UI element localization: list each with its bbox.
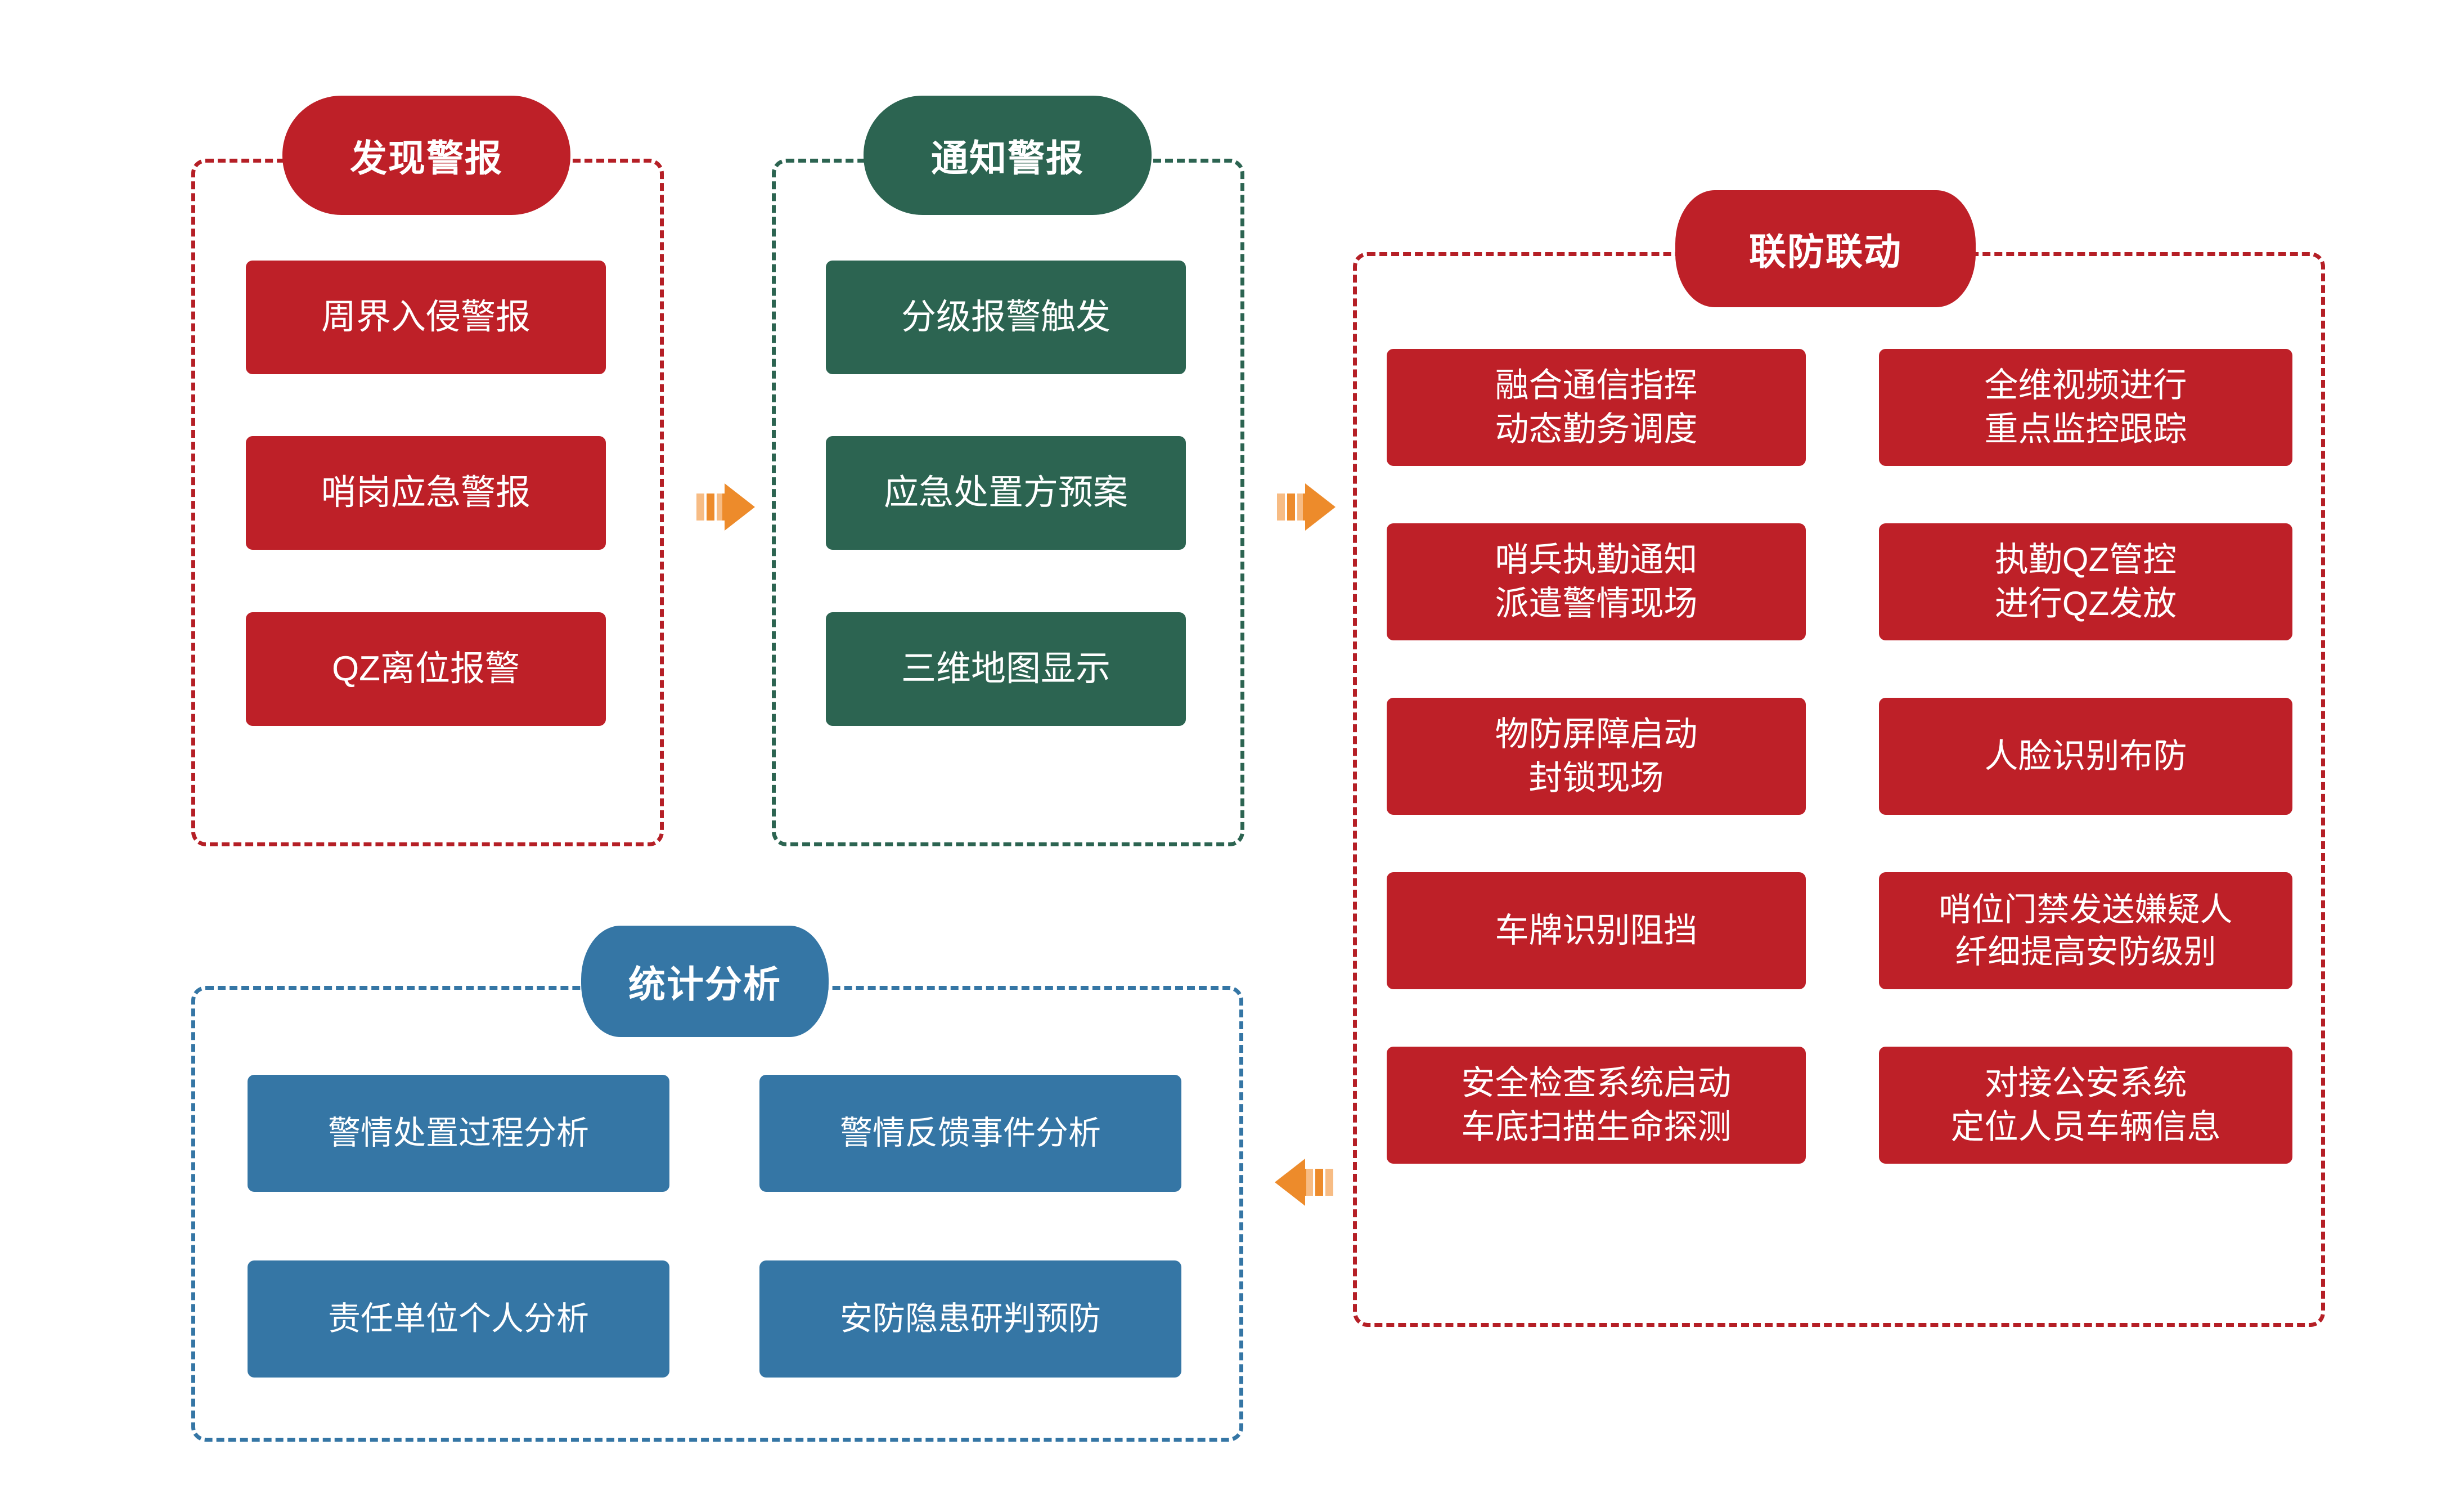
arrow-notify-to-joint-icon [1277, 481, 1336, 533]
item-box-post-access-suspect-push[interactable]: 哨位门禁发送嫌疑人 纤细提高安防级别 [1879, 872, 2292, 989]
item-box-face-recognition-deployment[interactable]: 人脸识别布防 [1879, 698, 2292, 815]
item-box-qz-offpost-alarm[interactable]: QZ离位报警 [246, 612, 606, 726]
item-box-public-security-integration[interactable]: 对接公安系统 定位人员车辆信息 [1879, 1047, 2292, 1164]
item-box-alarm-feedback-event-analysis[interactable]: 警情反馈事件分析 [759, 1075, 1181, 1192]
item-box-3d-map-display[interactable]: 三维地图显示 [826, 612, 1186, 726]
group-title-notify-alarm[interactable]: 通知警报 [864, 96, 1152, 215]
item-box-security-check-system[interactable]: 安全检查系统启动 车底扫描生命探测 [1387, 1047, 1806, 1164]
arrow-joint-to-statistics-icon [1274, 1156, 1333, 1208]
item-box-tiered-alarm-trigger[interactable]: 分级报警触发 [826, 261, 1186, 374]
item-box-sentry-emergency-alarm[interactable]: 哨岗应急警报 [246, 436, 606, 550]
item-box-responsible-unit-individual-analysis[interactable]: 责任单位个人分析 [248, 1260, 669, 1378]
item-box-fusion-communication-command[interactable]: 融合通信指挥 动态勤务调度 [1387, 349, 1806, 466]
arrow-discover-to-notify-icon [696, 481, 756, 533]
item-box-omnidirectional-video-tracking[interactable]: 全维视频进行 重点监控跟踪 [1879, 349, 2292, 466]
item-box-security-risk-assessment-prevention[interactable]: 安防隐患研判预防 [759, 1260, 1181, 1378]
item-box-emergency-response-plan[interactable]: 应急处置方预案 [826, 436, 1186, 550]
group-title-discover-alarm[interactable]: 发现警报 [282, 96, 570, 215]
group-title-joint-defense[interactable]: 联防联动 [1675, 190, 1976, 307]
item-box-sentry-duty-notification[interactable]: 哨兵执勤通知 派遣警情现场 [1387, 523, 1806, 640]
group-title-statistical-analysis[interactable]: 统计分析 [581, 926, 829, 1037]
item-box-license-plate-blocking[interactable]: 车牌识别阻挡 [1387, 872, 1806, 989]
item-box-physical-barrier-activation[interactable]: 物防屏障启动 封锁现场 [1387, 698, 1806, 815]
item-box-duty-qz-control[interactable]: 执勤QZ管控 进行QZ发放 [1879, 523, 2292, 640]
item-box-perimeter-intrusion-alarm[interactable]: 周界入侵警报 [246, 261, 606, 374]
item-box-alarm-handling-process-analysis[interactable]: 警情处置过程分析 [248, 1075, 669, 1192]
